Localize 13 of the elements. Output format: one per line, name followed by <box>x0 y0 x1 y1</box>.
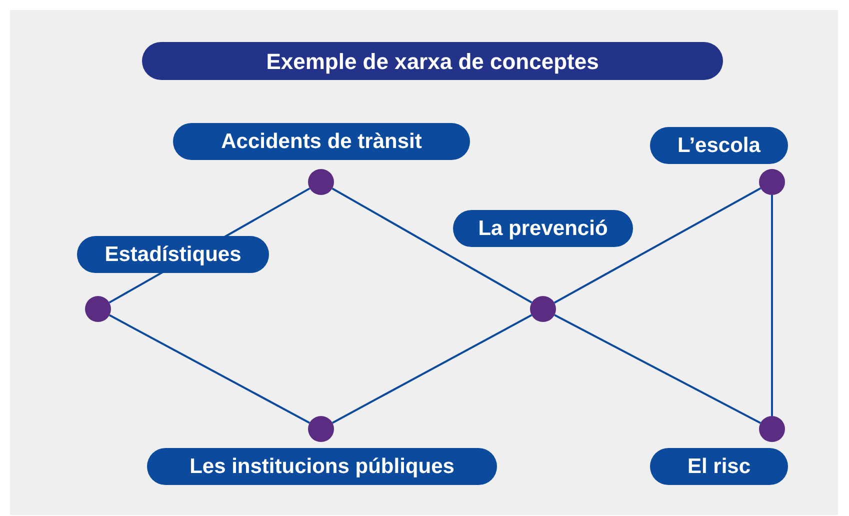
connector-line <box>554 187 762 304</box>
concept-label: Estadístiques <box>77 236 269 273</box>
connector-line <box>332 188 532 304</box>
title-banner: Exemple de xarxa de conceptes <box>142 42 723 80</box>
concept-label: Accidents de trànsit <box>173 123 470 160</box>
connector-line <box>771 195 773 416</box>
concept-label: L’escola <box>650 127 788 164</box>
connector-line <box>332 314 532 424</box>
concept-label: La prevenció <box>453 210 633 247</box>
concept-label: Les institucions públiques <box>147 448 497 485</box>
connector-line <box>554 314 761 424</box>
connector-line <box>108 314 310 424</box>
concept-label: El risc <box>650 448 788 485</box>
